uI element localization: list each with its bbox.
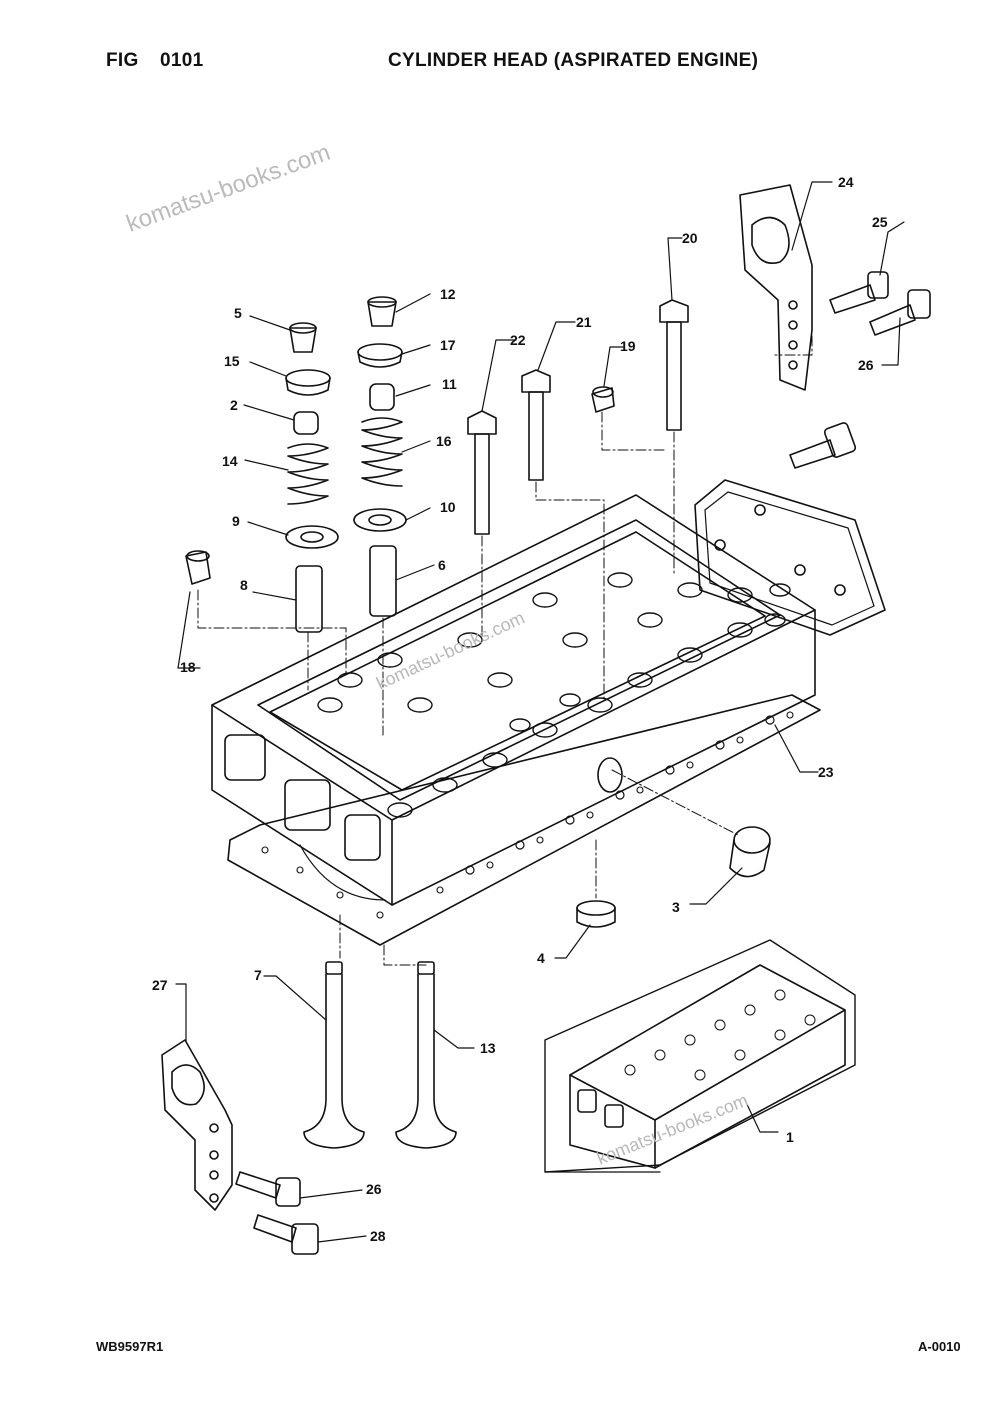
callout-8: 8 bbox=[240, 577, 248, 593]
figure-label: FIG bbox=[106, 50, 139, 71]
callout-6: 6 bbox=[438, 557, 446, 573]
callout-21: 21 bbox=[576, 314, 592, 330]
valve-seal-11 bbox=[369, 383, 395, 411]
head-bolt-22 bbox=[467, 410, 497, 535]
callout-26-top: 26 bbox=[858, 357, 874, 373]
bracket-bolt-26-bottom bbox=[235, 1171, 301, 1207]
callout-5: 5 bbox=[234, 305, 242, 321]
valve-collets-12 bbox=[367, 296, 397, 327]
callout-25: 25 bbox=[872, 214, 888, 230]
callout-19: 19 bbox=[620, 338, 636, 354]
valve-spring-16 bbox=[361, 417, 403, 487]
valve-13 bbox=[395, 961, 457, 1149]
callout-7: 7 bbox=[254, 967, 262, 983]
valve-seal-2 bbox=[293, 411, 319, 435]
cup-plug-4 bbox=[576, 900, 616, 928]
figure-number: 0101 bbox=[160, 50, 204, 71]
callout-15: 15 bbox=[224, 353, 240, 369]
lifting-bracket-top bbox=[739, 184, 813, 391]
head-gasket bbox=[227, 694, 821, 946]
valve-7 bbox=[303, 961, 365, 1149]
head-bolt-20 bbox=[659, 299, 689, 431]
callout-13: 13 bbox=[480, 1040, 496, 1056]
callout-18: 18 bbox=[180, 659, 196, 675]
callout-14: 14 bbox=[222, 453, 238, 469]
cylinder-head-block bbox=[211, 494, 816, 906]
callout-22: 22 bbox=[510, 332, 526, 348]
callout-24: 24 bbox=[838, 174, 854, 190]
page-code: A-0010 bbox=[918, 1339, 961, 1354]
callout-28: 28 bbox=[370, 1228, 386, 1244]
valve-collets-5 bbox=[289, 322, 317, 353]
valve-guide-8 bbox=[295, 565, 323, 633]
callout-20: 20 bbox=[682, 230, 698, 246]
lifting-bracket-bottom bbox=[161, 1039, 233, 1211]
document-code: WB9597R1 bbox=[96, 1339, 164, 1354]
spring-washer-10 bbox=[353, 508, 407, 532]
page-title: CYLINDER HEAD (ASPIRATED ENGINE) bbox=[388, 50, 759, 71]
callout-11: 11 bbox=[442, 376, 457, 392]
bracket-bolt-28 bbox=[253, 1214, 319, 1255]
plug-19 bbox=[591, 386, 615, 413]
bracket-bolt bbox=[829, 271, 889, 314]
callout-2: 2 bbox=[230, 397, 238, 413]
spring-retainer-17 bbox=[357, 343, 403, 368]
head-bolt-21 bbox=[521, 369, 551, 481]
callout-27: 27 bbox=[152, 977, 168, 993]
callout-16: 16 bbox=[436, 433, 452, 449]
callout-3: 3 bbox=[672, 899, 680, 915]
sealing-ring-3 bbox=[729, 826, 771, 878]
valve-guide-6 bbox=[369, 545, 397, 617]
plug-18 bbox=[185, 550, 211, 585]
callout-4: 4 bbox=[537, 950, 545, 966]
callout-12: 12 bbox=[440, 286, 456, 302]
side-bolt bbox=[789, 422, 857, 469]
inset-complete-head bbox=[544, 939, 856, 1173]
valve-spring-14 bbox=[287, 443, 329, 505]
callout-17: 17 bbox=[440, 337, 456, 353]
watermark-text: komatsu-books.com bbox=[123, 139, 334, 238]
spring-washer-9 bbox=[285, 525, 339, 549]
callout-26-bottom: 26 bbox=[366, 1181, 382, 1197]
callout-9: 9 bbox=[232, 513, 240, 529]
callout-1: 1 bbox=[786, 1129, 794, 1145]
bracket-bolt-flanged bbox=[869, 289, 931, 336]
spring-retainer-15 bbox=[285, 369, 331, 396]
callout-10: 10 bbox=[440, 499, 456, 515]
manifold-gasket bbox=[694, 479, 886, 636]
callout-23: 23 bbox=[818, 764, 834, 780]
